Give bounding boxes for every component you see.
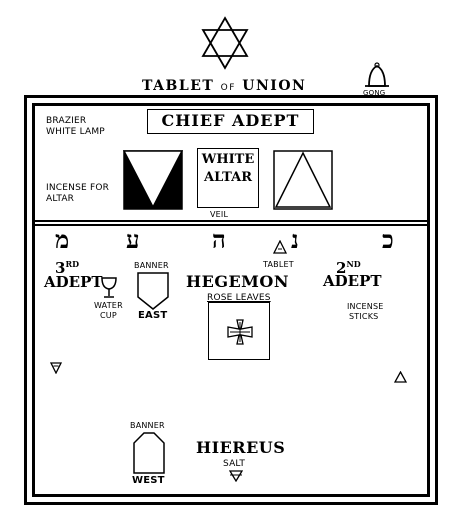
diagram-title: TABLET OF UNION	[142, 78, 306, 94]
title-union: UNION	[242, 78, 307, 94]
banner-east-icon	[137, 272, 169, 310]
veil-label: VEIL	[210, 210, 229, 219]
sticks-label: STICKS	[349, 312, 379, 321]
title-of: OF	[220, 83, 236, 93]
temple-floor-inner-frame	[32, 103, 430, 497]
third-adept-sup: RD	[65, 259, 80, 269]
gong-bell-icon	[365, 62, 389, 87]
banner-west-icon	[133, 432, 165, 474]
chief-adept-label: CHIEF ADEPT	[161, 111, 300, 130]
white-altar-line2: ALTAR	[203, 170, 253, 185]
banner-east-label: BANNER	[134, 261, 169, 270]
temple-floor-outer-frame	[24, 95, 438, 505]
second-adept-sup: ND	[346, 259, 361, 269]
west-label: WEST	[132, 475, 165, 486]
brazier-label: BRAZIER	[46, 116, 87, 126]
gong-label: GONG	[363, 89, 386, 97]
incense-altar-label: ALTAR	[46, 194, 75, 204]
water-cup-icon	[101, 277, 117, 298]
white-lamp-label: WHITE LAMP	[46, 127, 105, 137]
third-adept-num: 3	[55, 259, 66, 277]
white-altar-line1: WHITE	[201, 152, 255, 167]
third-adept-word: ADEPT	[44, 273, 103, 291]
incense-altar-icon	[123, 150, 183, 210]
hebrew-kaf: כ	[382, 225, 394, 254]
chief-adept-box	[147, 109, 314, 134]
title-tablet: TABLET	[142, 78, 215, 94]
third-adept-number: 3RD	[55, 257, 79, 276]
hebrew-ayin: ע	[126, 225, 140, 254]
banner-west-label: BANNER	[130, 421, 165, 430]
triangle-altar-icon	[273, 150, 333, 210]
fire-triangle-icon	[394, 371, 407, 383]
rose-leaves-label: ROSE LEAVES	[207, 293, 271, 303]
tablet-triangle-icon	[273, 240, 287, 254]
incense-for-label: INCENSE FOR	[46, 183, 110, 193]
water-label: WATER	[94, 301, 123, 310]
calvary-cross-icon	[227, 319, 253, 345]
east-label: EAST	[138, 310, 168, 321]
hall-divider	[32, 220, 430, 226]
hiereus-label: HIEREUS	[196, 438, 286, 457]
second-adept-number: 2ND	[336, 257, 361, 276]
water-triangle-icon	[50, 362, 62, 374]
salt-triangle-icon	[229, 470, 243, 482]
star-of-david-icon	[201, 16, 249, 70]
hebrew-heh: ה	[212, 225, 226, 254]
second-adept-num: 2	[336, 259, 347, 277]
second-adept-word: ADEPT	[323, 272, 382, 290]
salt-label: SALT	[223, 459, 246, 469]
white-altar-box	[197, 148, 259, 208]
hebrew-nun: נ	[291, 225, 299, 254]
tablet-label: TABLET	[263, 260, 294, 269]
incense-label: INCENSE	[347, 302, 384, 311]
cup-label: CUP	[100, 311, 117, 320]
hegemon-label: HEGEMON	[186, 272, 289, 291]
hebrew-mem: מ	[55, 225, 70, 254]
central-altar-box	[208, 302, 270, 360]
